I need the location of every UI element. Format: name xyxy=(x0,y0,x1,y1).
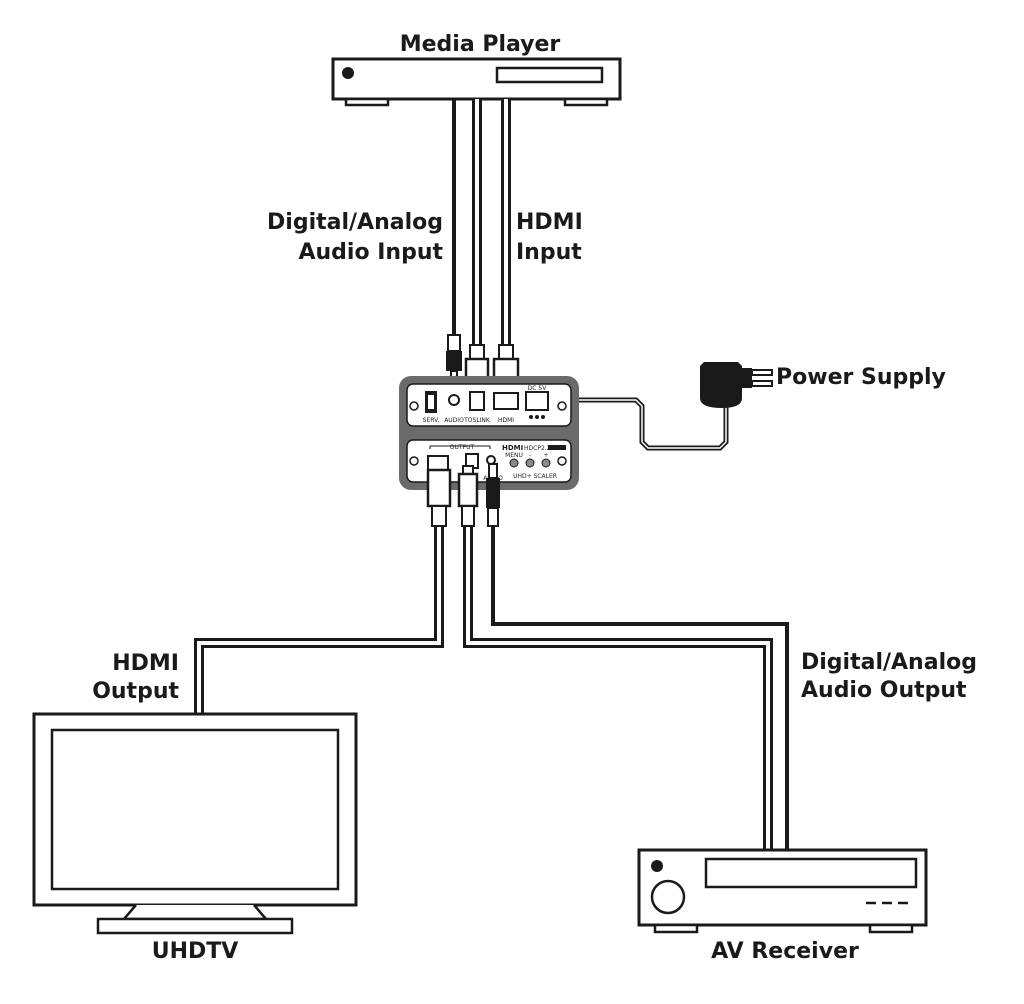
minus-button[interactable] xyxy=(525,458,535,468)
audio-input-label-line2: Audio Input xyxy=(298,240,443,265)
audio-in-jack xyxy=(448,394,460,406)
plus-label: + xyxy=(543,452,548,459)
hdmi-logo: HDMI xyxy=(502,444,523,452)
output-plugs xyxy=(426,463,500,527)
output-label: OUTPUT xyxy=(450,444,475,451)
output-cables xyxy=(194,525,789,849)
dc-in-jack xyxy=(525,391,549,411)
plus-button[interactable] xyxy=(541,458,551,468)
hdmi-in-port xyxy=(493,392,519,410)
menu-label: MENU xyxy=(505,452,523,459)
converter-unit: SERV. AUDIO TOSLINK HDMI DC 5V OUTPUT HD… xyxy=(399,376,579,490)
hdmi-output-label-line1: HDMI xyxy=(112,651,179,676)
serv-label: SERV. xyxy=(423,417,440,424)
hdmi-input-label-line1: HDMI xyxy=(516,210,583,235)
power-adapter-icon xyxy=(700,362,773,408)
toslink-in-port xyxy=(469,391,485,411)
power-supply-label: Power Supply xyxy=(776,365,946,390)
hdmi-output-label-line2: Output xyxy=(92,679,179,704)
menu-button[interactable] xyxy=(509,458,519,468)
audio-in-label: AUDIO xyxy=(444,417,464,424)
input-cables xyxy=(452,99,511,345)
uhdtv xyxy=(32,712,358,935)
audio-output-label-line1: Digital/Analog xyxy=(801,650,977,675)
uhdtv-label: UHDTV xyxy=(152,939,239,964)
audio-out-jack xyxy=(486,455,496,465)
av-receiver-label: AV Receiver xyxy=(711,939,859,964)
hdcp-label: HDCP2.2 xyxy=(524,445,551,452)
power-cable xyxy=(566,397,729,451)
minus-label: - xyxy=(529,452,531,459)
dc-label: DC 5V xyxy=(528,385,548,392)
audio-input-label-line1: Digital/Analog xyxy=(267,210,443,235)
scaler-label: UHD+ SCALER xyxy=(513,473,557,480)
hdmi-in-label: HDMI xyxy=(498,417,514,424)
media-player-label: Media Player xyxy=(400,32,561,57)
audio-output-label-line2: Audio Output xyxy=(801,678,967,703)
media-player xyxy=(331,57,622,107)
toslink-label: TOSLINK xyxy=(463,417,491,424)
av-receiver xyxy=(637,848,928,934)
hdmi-input-label-line2: Input xyxy=(516,240,582,265)
